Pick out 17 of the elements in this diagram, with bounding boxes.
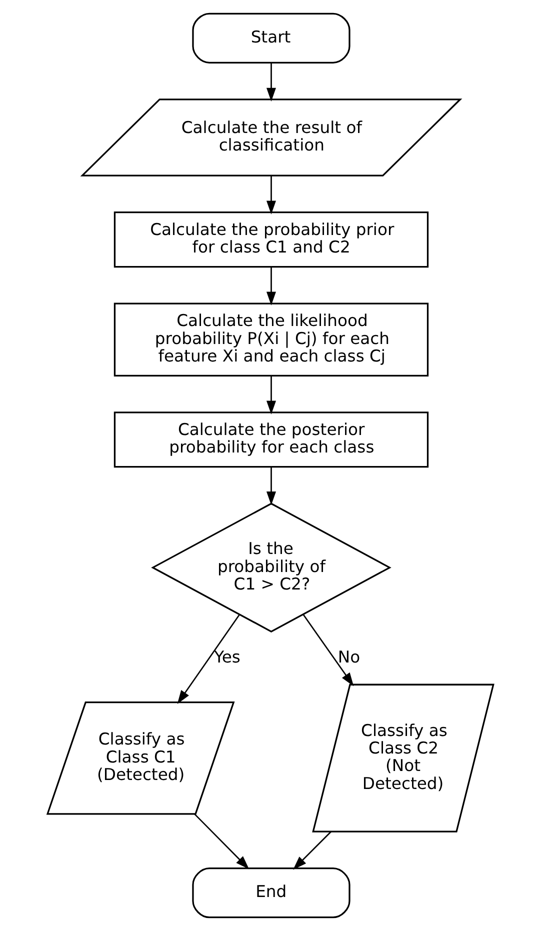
edge-label: No <box>337 647 360 666</box>
arrow <box>266 176 276 214</box>
node-diamond: Is the probability of C1 > C2? <box>150 502 391 632</box>
arrow <box>266 267 276 306</box>
arrow <box>292 831 332 870</box>
node-box: Calculate the probability prior for class C1 and C2 <box>113 212 428 268</box>
node-box: Calculate the likelihood probability P(Xi | Cj) for each feature Xi and each class Cj <box>113 302 428 376</box>
node-box: End <box>192 868 350 918</box>
arrow <box>194 813 249 870</box>
arrow <box>176 614 240 704</box>
edge-label: Yes <box>214 647 240 666</box>
arrow <box>302 614 354 686</box>
arrow <box>266 466 276 506</box>
arrow <box>266 62 276 102</box>
node-box: Calculate the posterior probability for each class <box>113 412 428 468</box>
arrow <box>266 376 276 414</box>
node-box: Start <box>192 12 350 64</box>
